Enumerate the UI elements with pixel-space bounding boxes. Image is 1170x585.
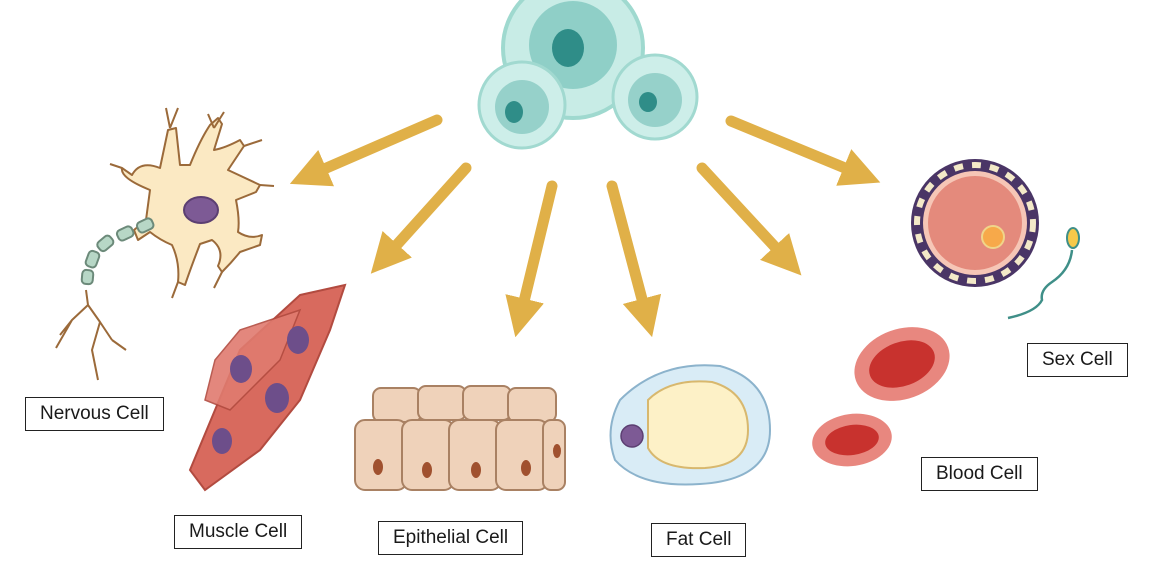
arrow-sex — [725, 115, 881, 186]
arrow-fat — [606, 180, 662, 338]
epithelial-cells-illustration — [354, 385, 566, 491]
stem-cell-left-nucleus — [505, 101, 523, 123]
stem-cell-right-nucleus — [639, 92, 657, 112]
blood-cells-illustration — [812, 327, 950, 467]
muscle-cell-label: Muscle Cell — [174, 515, 303, 549]
muscle-nucleus-1 — [287, 326, 309, 354]
axon-terminal — [55, 289, 127, 381]
stem-cell-large-nucleus — [552, 29, 584, 67]
muscle-nucleus-2 — [230, 355, 252, 383]
nervous-cell-label: Nervous Cell — [25, 397, 164, 431]
fat-cell-label: Fat Cell — [651, 523, 747, 557]
arrow-nervous — [289, 114, 443, 187]
stem-cells — [477, 0, 699, 150]
neuron-illustration — [55, 107, 275, 381]
blood-cell-label: Blood Cell — [921, 457, 1038, 491]
muscle-nucleus-3 — [265, 383, 289, 413]
fat-cell-nucleus — [620, 424, 644, 448]
arrows — [289, 114, 881, 338]
fat-cell-illustration — [609, 364, 772, 486]
arrow-epithelial — [505, 180, 558, 338]
sperm-head — [1066, 227, 1080, 249]
sex-cell-label: Sex Cell — [1027, 343, 1128, 377]
arrow-blood — [696, 162, 802, 276]
neuron-nucleus — [183, 196, 219, 224]
epithelial-cell-label: Epithelial Cell — [378, 521, 524, 555]
sperm-tail — [1007, 249, 1074, 320]
egg-nucleus — [981, 225, 1005, 249]
muscle-cells-illustration — [188, 283, 347, 492]
myelin-sheath — [80, 217, 155, 286]
sex-cells-illustration — [911, 159, 1080, 320]
muscle-nucleus-4 — [212, 428, 232, 454]
arrow-muscle — [370, 162, 472, 274]
